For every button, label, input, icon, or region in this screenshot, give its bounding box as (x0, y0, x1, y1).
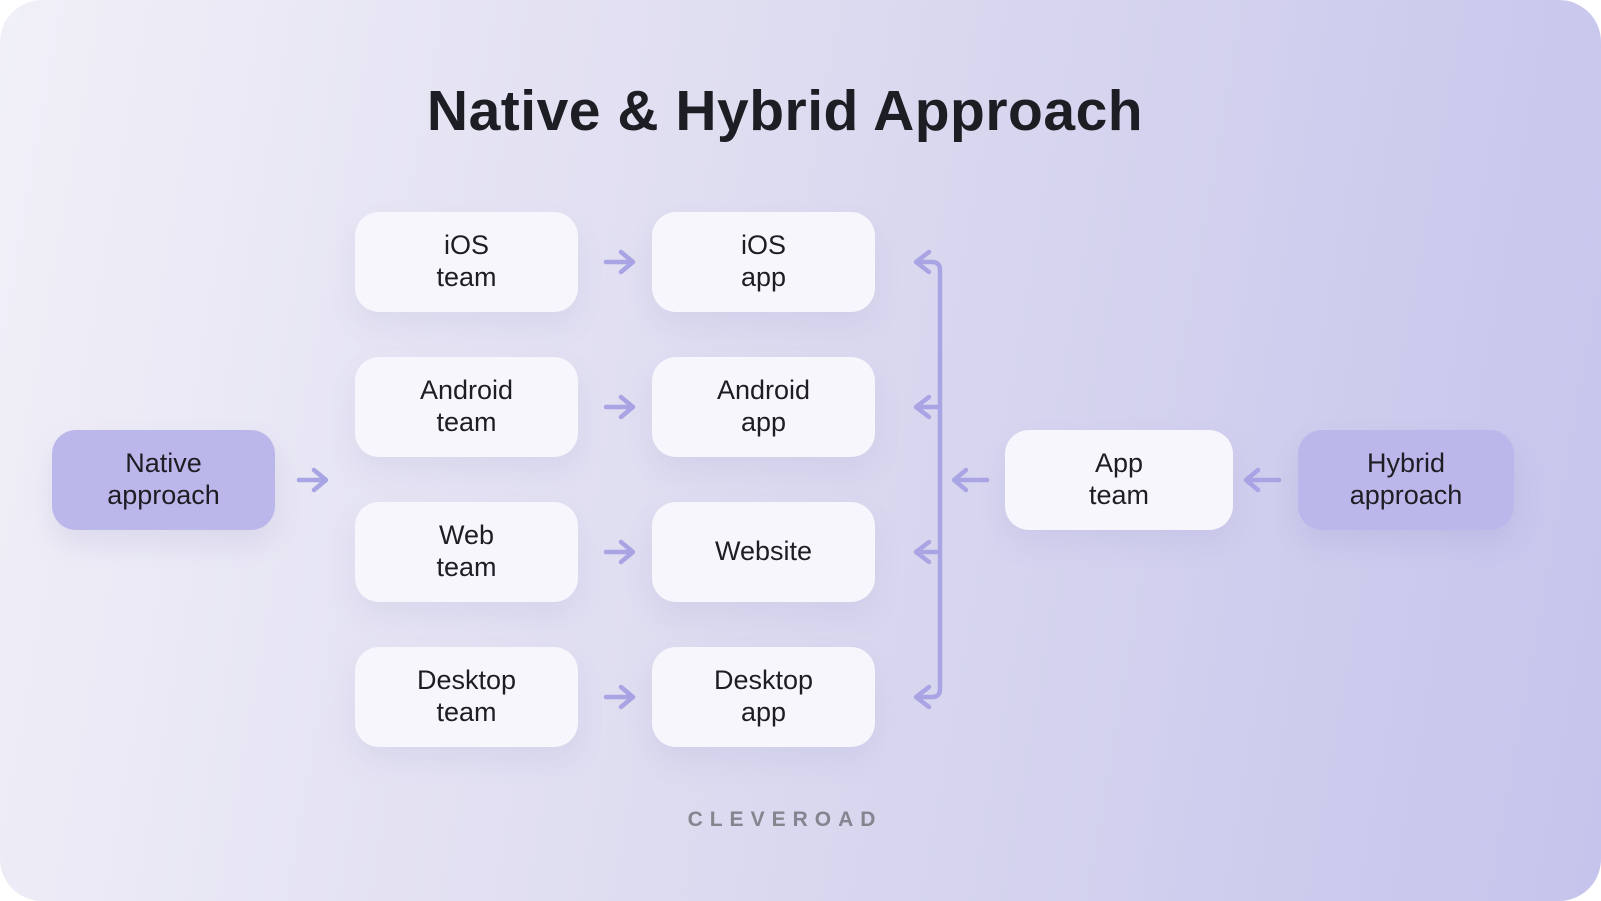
arrow-native-approach-to-teams (296, 467, 329, 493)
node-app-team: App team (1005, 430, 1233, 530)
node-native-approach: Native approach (52, 430, 275, 530)
node-hybrid-approach-label: Hybrid approach (1349, 448, 1463, 510)
node-android-app-label: Android app (716, 375, 811, 437)
node-desktop-app-label: Desktop app (713, 665, 814, 727)
arrow-hybrid-approach-to-app-team (1243, 467, 1282, 493)
node-web-team: Web team (355, 502, 578, 602)
node-app-team-label: App team (1088, 448, 1150, 510)
node-ios-app: iOS app (652, 212, 875, 312)
cleveroad-logo: CLEVEROAD (687, 808, 883, 831)
node-ios-team-label: iOS team (436, 230, 497, 292)
node-hybrid-approach: Hybrid approach (1298, 430, 1514, 530)
node-web-team-label: Web team (436, 520, 497, 582)
node-android-app: Android app (652, 357, 875, 457)
node-ios-app-label: iOS app (740, 230, 787, 292)
arrow-app-team-to-connector (951, 467, 990, 493)
node-android-team: Android team (355, 357, 578, 457)
diagram-title: Native & Hybrid Approach (426, 79, 1144, 143)
node-ios-team: iOS team (355, 212, 578, 312)
node-website: Website (652, 502, 875, 602)
node-native-approach-label: Native approach (107, 448, 220, 510)
arrow-web-team-to-website (603, 539, 636, 565)
node-desktop-team-label: Desktop team (416, 665, 517, 727)
arrow-desktop-team-to-desktop-app (603, 684, 636, 710)
connector-app-team-to-apps (913, 249, 943, 710)
arrow-ios-team-to-ios-app (603, 249, 636, 275)
node-website-label: Website (714, 536, 813, 567)
node-desktop-team: Desktop team (355, 647, 578, 747)
node-android-team-label: Android team (419, 375, 514, 437)
node-desktop-app: Desktop app (652, 647, 875, 747)
arrow-android-team-to-android-app (603, 394, 636, 420)
